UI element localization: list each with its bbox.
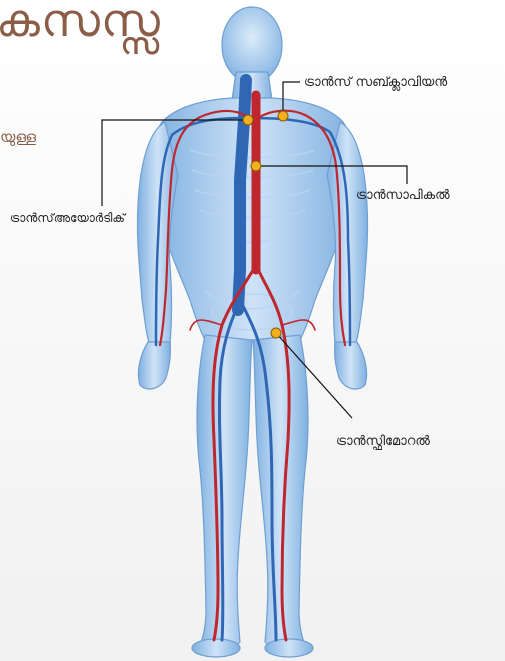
label-trans-aortic: ട്രാൻസ്അയോർടിക് xyxy=(10,210,125,226)
label-trans-subclavian: ട്രാൻസ് സബ്ക്ലാവിയൻ xyxy=(304,75,447,91)
aortic-access-dot xyxy=(243,115,253,125)
apical-access-dot xyxy=(251,161,261,171)
femoral-access-dot xyxy=(271,328,281,338)
label-trans-apical: ട്രാൻസാപികൽ xyxy=(356,188,450,204)
subclavian-access-dot xyxy=(278,111,288,121)
label-trans-femoral: ട്രാൻസ്ഫിമോറൽ xyxy=(336,434,430,450)
